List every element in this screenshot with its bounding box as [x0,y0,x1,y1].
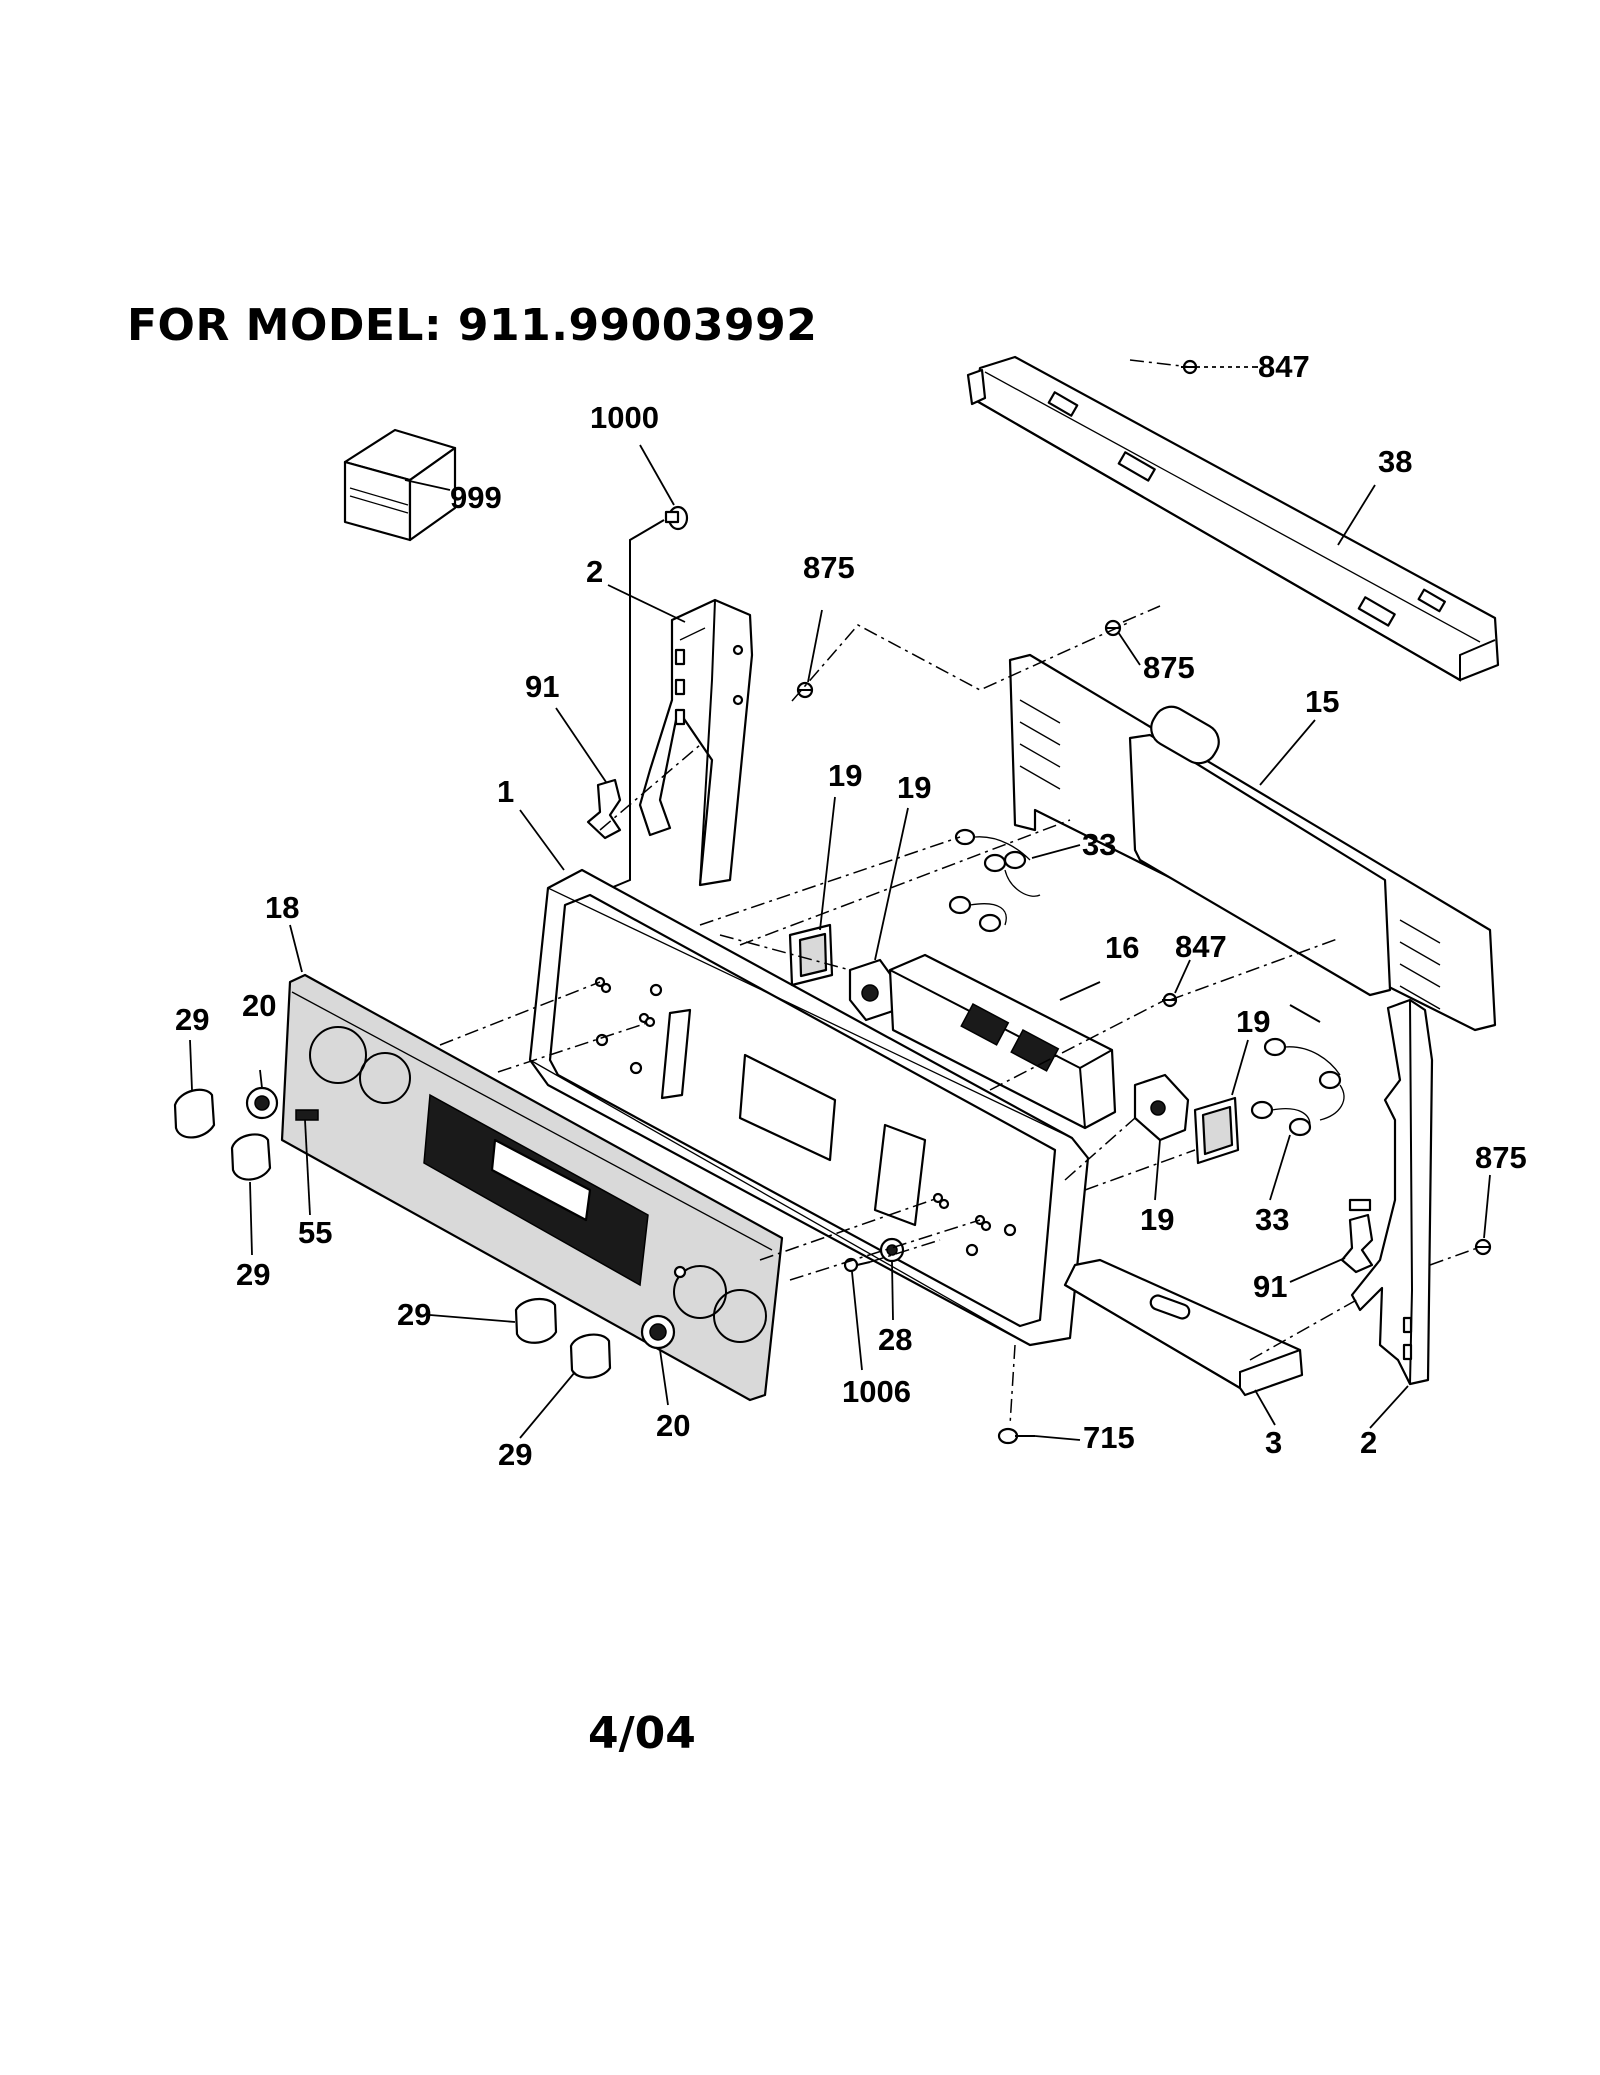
part-2-left-bracket [638,598,754,887]
part-38-rear-rail [966,355,1500,682]
part-875-screw-left [796,681,814,699]
part-33-harness-lower [1250,1037,1345,1137]
callout-2-right: 2 [1360,1425,1377,1460]
part-20-bezel-b [640,1314,676,1350]
callout-1: 1 [497,774,514,809]
part-19-switch-c [1133,1073,1190,1142]
callout-18: 18 [265,890,299,925]
callout-875-right-top: 875 [1143,650,1195,685]
callout-33-upper: 33 [1082,827,1116,862]
callout-1000: 1000 [590,400,659,435]
leader-lines [189,366,1491,1441]
callout-20-a: 20 [242,988,276,1023]
callout-29-c: 29 [397,1297,431,1332]
callout-1006: 1006 [842,1374,911,1409]
part-20-bezel-a [245,1086,279,1120]
part-29-knob-d [569,1333,612,1379]
part-18-overlay-panel [280,973,784,1402]
callout-19-c: 19 [1236,1004,1270,1039]
callout-16: 16 [1105,930,1139,965]
part-847-screw-top [1181,359,1255,375]
callout-29-d: 29 [498,1437,532,1472]
part-33-harness-upper [948,828,1041,933]
part-875-screw-right-low [1474,1238,1492,1256]
part-29-knob-c [514,1297,558,1344]
callout-19-a: 19 [828,758,862,793]
assembly-lines [439,359,1481,1426]
callout-847-top: 847 [1258,349,1310,384]
part-2-right-bracket [1350,998,1434,1386]
date-code: 4/04 [588,1708,696,1759]
part-3-lower-trim [1063,1258,1304,1397]
part-19-switch-d [1193,1096,1240,1165]
callout-38: 38 [1378,444,1412,479]
callout-91-left: 91 [525,669,559,704]
callout-999: 999 [450,480,502,515]
part-19-switch-a [788,923,834,987]
callout-91-right: 91 [1253,1269,1287,1304]
callout-875-left: 875 [803,550,855,585]
part-715-screw [997,1427,1035,1445]
callout-2-left: 2 [586,554,603,589]
callout-15: 15 [1305,684,1339,719]
callout-29-b: 29 [236,1257,270,1292]
part-28-bushing [879,1237,905,1263]
part-91-clip-right [1340,1198,1374,1274]
callout-847-lower: 847 [1175,929,1227,964]
part-91-clip-left [586,778,622,840]
callout-19-d: 19 [1140,1202,1174,1237]
callout-33-lower: 33 [1255,1202,1289,1237]
part-15-rear-panel [1008,653,1497,1032]
callout-labels: 847 1000 999 38 2 875 875 91 15 1 19 19 … [175,349,1527,1472]
part-29-knob-b [230,1133,272,1181]
callout-3: 3 [1265,1425,1282,1460]
callout-19-b: 19 [897,770,931,805]
callout-29-a: 29 [175,1002,209,1037]
part-1-control-frame [528,868,1090,1347]
callout-55: 55 [298,1215,332,1250]
model-title: FOR MODEL: 911.99003992 [127,300,818,351]
part-29-knob-a [173,1088,216,1139]
part-999-box [343,428,457,542]
callout-28: 28 [878,1322,912,1357]
callout-20-b: 20 [656,1408,690,1443]
callout-715: 715 [1083,1420,1135,1455]
callout-875-right-low: 875 [1475,1140,1527,1175]
